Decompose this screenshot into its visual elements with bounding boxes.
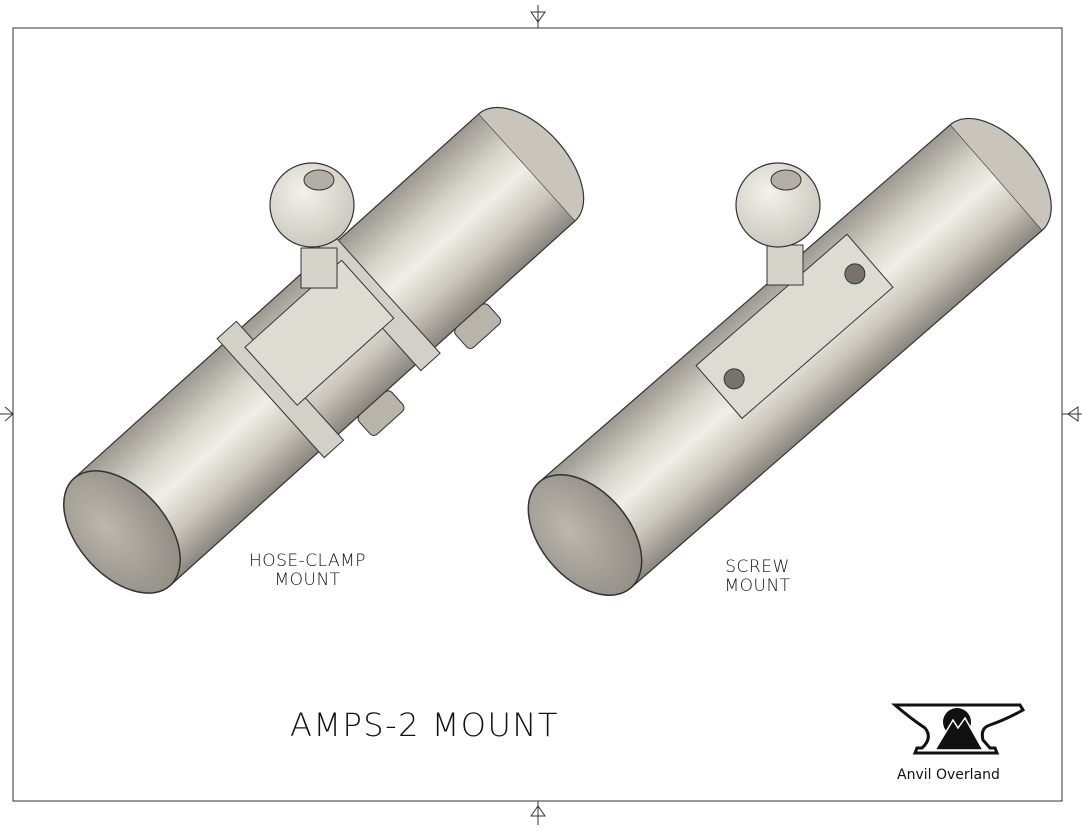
drawing-title: AMPS-2 MOUNT (290, 706, 559, 744)
center-marks (0, 5, 1082, 825)
brand-name: Anvil Overland (897, 767, 1000, 783)
ball-right (735, 162, 821, 286)
label-line: MOUNT (274, 570, 341, 590)
label-line: HOSE-CLAMP (248, 551, 367, 571)
ball-left (269, 162, 355, 289)
anvil-mountain-icon (890, 703, 1026, 755)
label-line: SCREW (725, 557, 790, 577)
screw-mount-drawing (527, 117, 1052, 596)
hose-clamp-label: HOSE-CLAMP MOUNT (220, 552, 395, 590)
label-line: MOUNT (724, 576, 791, 596)
hose-clamp-mount-drawing (63, 106, 585, 594)
screw-mount-label: SCREW MOUNT (690, 558, 825, 596)
